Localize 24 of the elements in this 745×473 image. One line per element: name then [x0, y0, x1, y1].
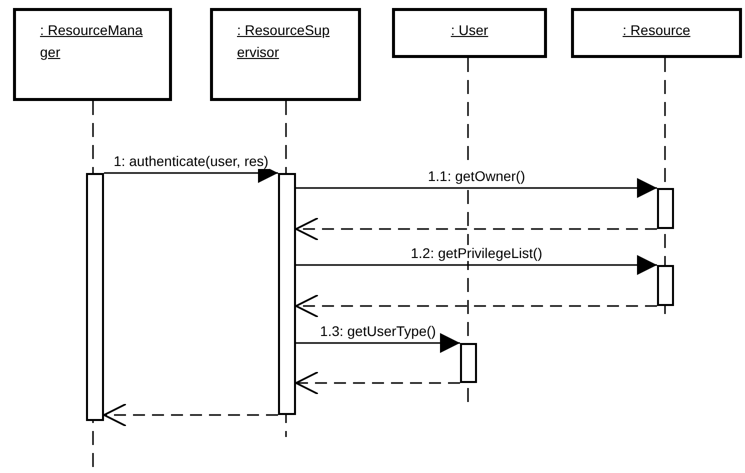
message-arrow: [296, 333, 460, 353]
return-arrow: [295, 371, 460, 395]
object-name: : ResourceManager: [40, 21, 144, 62]
object-box: [392, 8, 547, 58]
return-arrow: [103, 403, 278, 427]
return-arrow: [295, 294, 657, 318]
activation-bar: [657, 265, 674, 306]
return-arrow: [295, 217, 657, 241]
activation-bar: [86, 173, 104, 421]
message-arrow: [296, 178, 657, 198]
object-box: [571, 8, 742, 58]
object-box: [210, 8, 361, 101]
message-arrow: [296, 255, 657, 275]
object-name: : Resource: [622, 21, 692, 40]
activation-bar: [460, 343, 477, 383]
object-name: : ResourceSupervisor: [237, 21, 331, 62]
message-label: 1: authenticate(user, res): [112, 153, 270, 169]
message-label: 1.2: getPrivilegeList(): [410, 245, 544, 261]
activation-bar: [278, 173, 296, 415]
object-box: [13, 8, 172, 101]
object-name: : User: [450, 21, 490, 40]
message-label: 1.3: getUserType(): [319, 323, 437, 339]
activation-bar: [657, 188, 674, 229]
message-label: 1.1: getOwner(): [426, 168, 526, 184]
